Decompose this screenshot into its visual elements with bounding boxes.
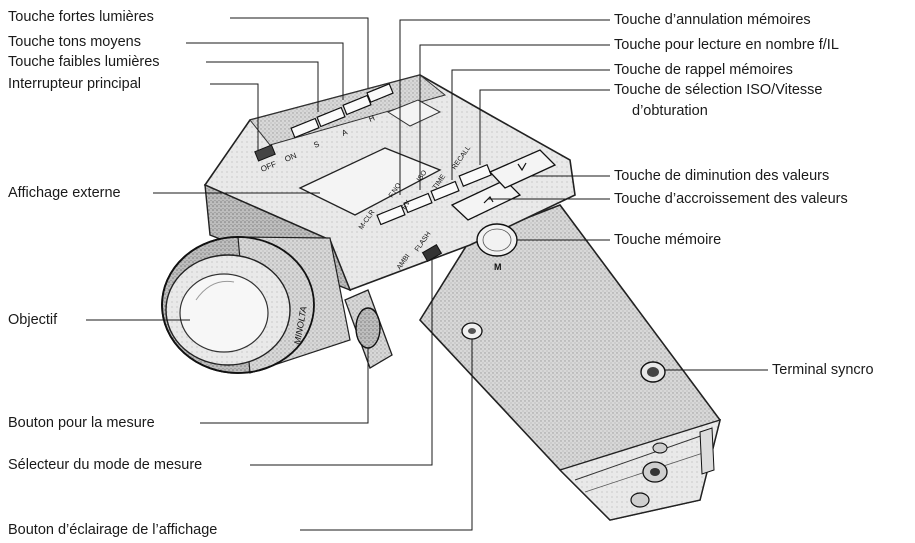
label-measure-button: Bouton pour la mesure (8, 415, 155, 431)
mode-selector-switch (421, 243, 443, 263)
measure-side-button (344, 289, 393, 369)
bottom-sockets (630, 427, 715, 508)
marking-a: A (340, 127, 349, 138)
label-mode-selector: Sélecteur du mode de mesure (8, 457, 203, 473)
sync-terminal-socket (640, 361, 666, 383)
leader-lines (86, 17, 768, 531)
memory-button (476, 223, 518, 257)
external-display-window (298, 99, 442, 216)
lens-barrel (161, 236, 351, 374)
label-memory-recall: Touche de rappel mémoires (614, 62, 793, 78)
function-buttons (376, 163, 492, 226)
label-down-key: Touche de diminution des valeurs (614, 168, 830, 184)
label-iso-key-1: Touche de sélection ISO/Vitesse (614, 82, 823, 98)
label-sync-terminal: Terminal syncro (772, 362, 874, 378)
label-illumination-button: Bouton d’éclairage de l’affichage (8, 522, 218, 538)
marking-on: ON (283, 151, 298, 164)
label-up-key: Touche d’accroissement des valeurs (614, 191, 848, 207)
meter-handle (418, 204, 721, 521)
marking-s: S (312, 140, 320, 150)
illumination-button (461, 322, 483, 340)
label-memory-clear: Touche d’annulation mémoires (614, 12, 811, 28)
label-memory-key: Touche mémoire (614, 232, 722, 248)
label-fnumber-key: Touche pour lecture en nombre f/IL (614, 37, 839, 53)
up-down-keys (450, 149, 557, 221)
marking-h: H (367, 113, 376, 124)
label-external-display: Affichage externe (8, 185, 121, 201)
label-low-key: Touche faibles lumières (8, 54, 160, 70)
label-high-key: Touche fortes lumières (8, 9, 154, 25)
label-iso-key-2: d’obturation (632, 103, 708, 119)
marking-ev: EV (401, 199, 412, 211)
label-main-switch: Interrupteur principal (8, 76, 141, 92)
marking-m: M (494, 262, 502, 272)
label-lens: Objectif (8, 312, 58, 328)
top-buttons (254, 83, 394, 162)
label-mid-key: Touche tons moyens (8, 34, 141, 50)
